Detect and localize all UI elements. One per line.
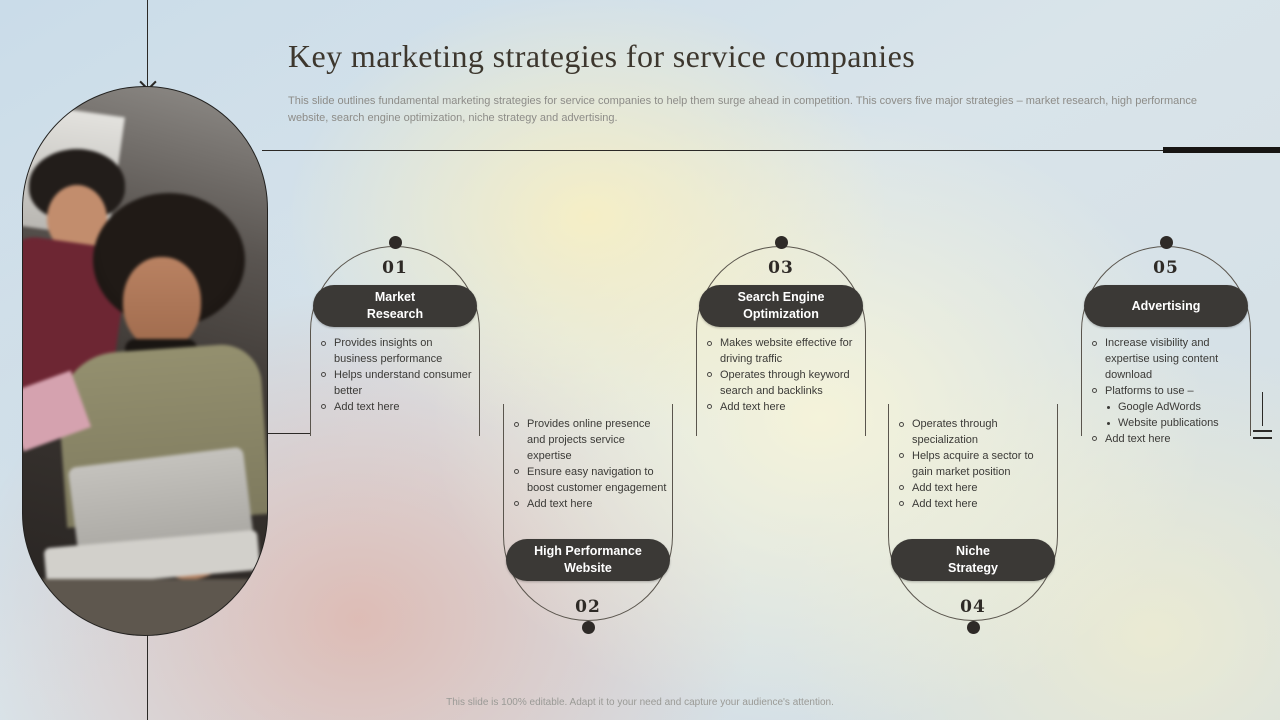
bullet-list: Operates through specialization Helps ac… [888,417,1058,513]
bullet-list: Makes website effective for driving traf… [696,336,866,416]
step-number: 01 [382,258,408,278]
photo-connector-line [266,433,311,434]
circle-bullet-icon [514,469,519,475]
bullet-text: Add text here [912,497,978,510]
bullet-text: Makes website effective for driving traf… [720,337,853,365]
step-number: 05 [1153,258,1179,278]
page-title: Key marketing strategies for service com… [288,38,916,74]
step-number: 02 [575,597,601,617]
bullet-item: Helps understand consumer better [321,368,475,400]
dot-bullet-icon [1107,405,1110,409]
bullet-list: Provides insights on business performanc… [310,336,480,416]
strategy-title-pill: Market Research [313,285,477,327]
bullet-text: Operates through specialization [912,418,998,446]
right-decor-tick [1253,437,1272,439]
circle-bullet-icon [899,485,904,491]
slide-description: This slide outlines fundamental marketin… [288,95,1197,125]
bullet-text: Platforms to use – [1105,384,1194,397]
bullet-item: Makes website effective for driving traf… [707,336,861,368]
bullet-text: Operates through keyword search and back… [720,368,850,397]
bullet-item: Add text here [321,400,475,416]
strategy-01-column: 01 Market Research Provides insights on … [310,236,480,451]
photo-desk-shape [23,579,267,635]
bullet-item: Increase visibility and expertise using … [1092,336,1246,384]
team-photo-art [23,87,267,635]
circle-bullet-icon [1092,340,1097,346]
sub-bullet-item: Website publications [1092,416,1246,432]
circle-bullet-icon [1092,388,1097,394]
bullet-text: Add text here [720,400,786,413]
bullet-item: Helps acquire a sector to gain market po… [899,449,1053,481]
bullet-item: Platforms to use – [1092,384,1246,400]
strategy-title-pill: High Performance Website [506,539,670,581]
step-number: 03 [768,258,794,278]
dot-bullet-icon [1107,421,1110,425]
bullet-text: Add text here [912,481,978,494]
sub-bullet-item: Google AdWords [1092,400,1246,416]
timeline-dot [1159,236,1173,249]
bullet-item: Add text here [514,497,668,513]
circle-bullet-icon [321,372,326,378]
bullet-item: Operates through specialization [899,417,1053,449]
circle-bullet-icon [514,421,519,427]
strategy-title-pill: Search Engine Optimization [699,285,863,327]
bullet-text: Google AdWords [1118,400,1201,413]
strategy-05-column: 05 Advertising Increase visibility and e… [1081,236,1251,451]
right-decor-tick [1253,430,1272,432]
editable-note: This slide is 100% editable. Adapt it to… [446,697,834,708]
circle-bullet-icon [514,501,519,507]
strategy-title-pill: Niche Strategy [891,539,1055,581]
timeline-dot [774,236,788,249]
circle-bullet-icon [707,340,712,346]
capsule-outline [503,404,673,621]
circle-bullet-icon [899,453,904,459]
bullet-list: Provides online presence and projects se… [503,417,673,513]
strategy-title-pill: Advertising [1084,285,1248,327]
strategy-02-column: Provides online presence and projects se… [503,404,673,644]
bullet-item: Add text here [899,481,1053,497]
circle-bullet-icon [321,340,326,346]
photo-front-person-face [123,257,201,349]
circle-bullet-icon [707,372,712,378]
circle-bullet-icon [899,421,904,427]
bullet-text: Website publications [1118,416,1219,429]
right-decor-line [1262,392,1263,426]
bullet-text: Helps acquire a sector to gain market po… [912,449,1034,478]
circle-bullet-icon [1092,436,1097,442]
strategy-04-column: Operates through specialization Helps ac… [888,404,1058,644]
bullet-text: Provides online presence and projects se… [527,418,651,462]
header-divider-accent-bar [1163,147,1280,153]
timeline-dot [581,621,595,634]
circle-bullet-icon [707,404,712,410]
bullet-text: Increase visibility and expertise using … [1105,337,1219,381]
bullet-item: Provides online presence and projects se… [514,417,668,465]
timeline-dot [388,236,402,249]
bullet-item: Provides insights on business performanc… [321,336,475,368]
bullet-item: Ensure easy navigation to boost customer… [514,465,668,497]
circle-bullet-icon [321,404,326,410]
capsule-outline [888,404,1058,621]
timeline-dot [966,621,980,634]
bullet-text: Helps understand consumer better [334,368,472,397]
bullet-item: Add text here [707,400,861,416]
team-photo [22,86,268,636]
bullet-list: Increase visibility and expertise using … [1081,336,1251,448]
circle-bullet-icon [899,501,904,507]
bullet-item: Add text here [1092,432,1246,448]
bullet-text: Ensure easy navigation to boost customer… [527,465,667,494]
bullet-text: Add text here [527,497,593,510]
bullet-item: Operates through keyword search and back… [707,368,861,400]
step-number: 04 [960,597,986,617]
header-divider-line [262,150,1280,151]
bullet-text: Provides insights on business performanc… [334,337,443,365]
bullet-item: Add text here [899,497,1053,513]
bullet-text: Add text here [334,400,400,413]
bullet-text: Add text here [1105,432,1171,445]
strategy-03-column: 03 Search Engine Optimization Makes webs… [696,236,866,451]
